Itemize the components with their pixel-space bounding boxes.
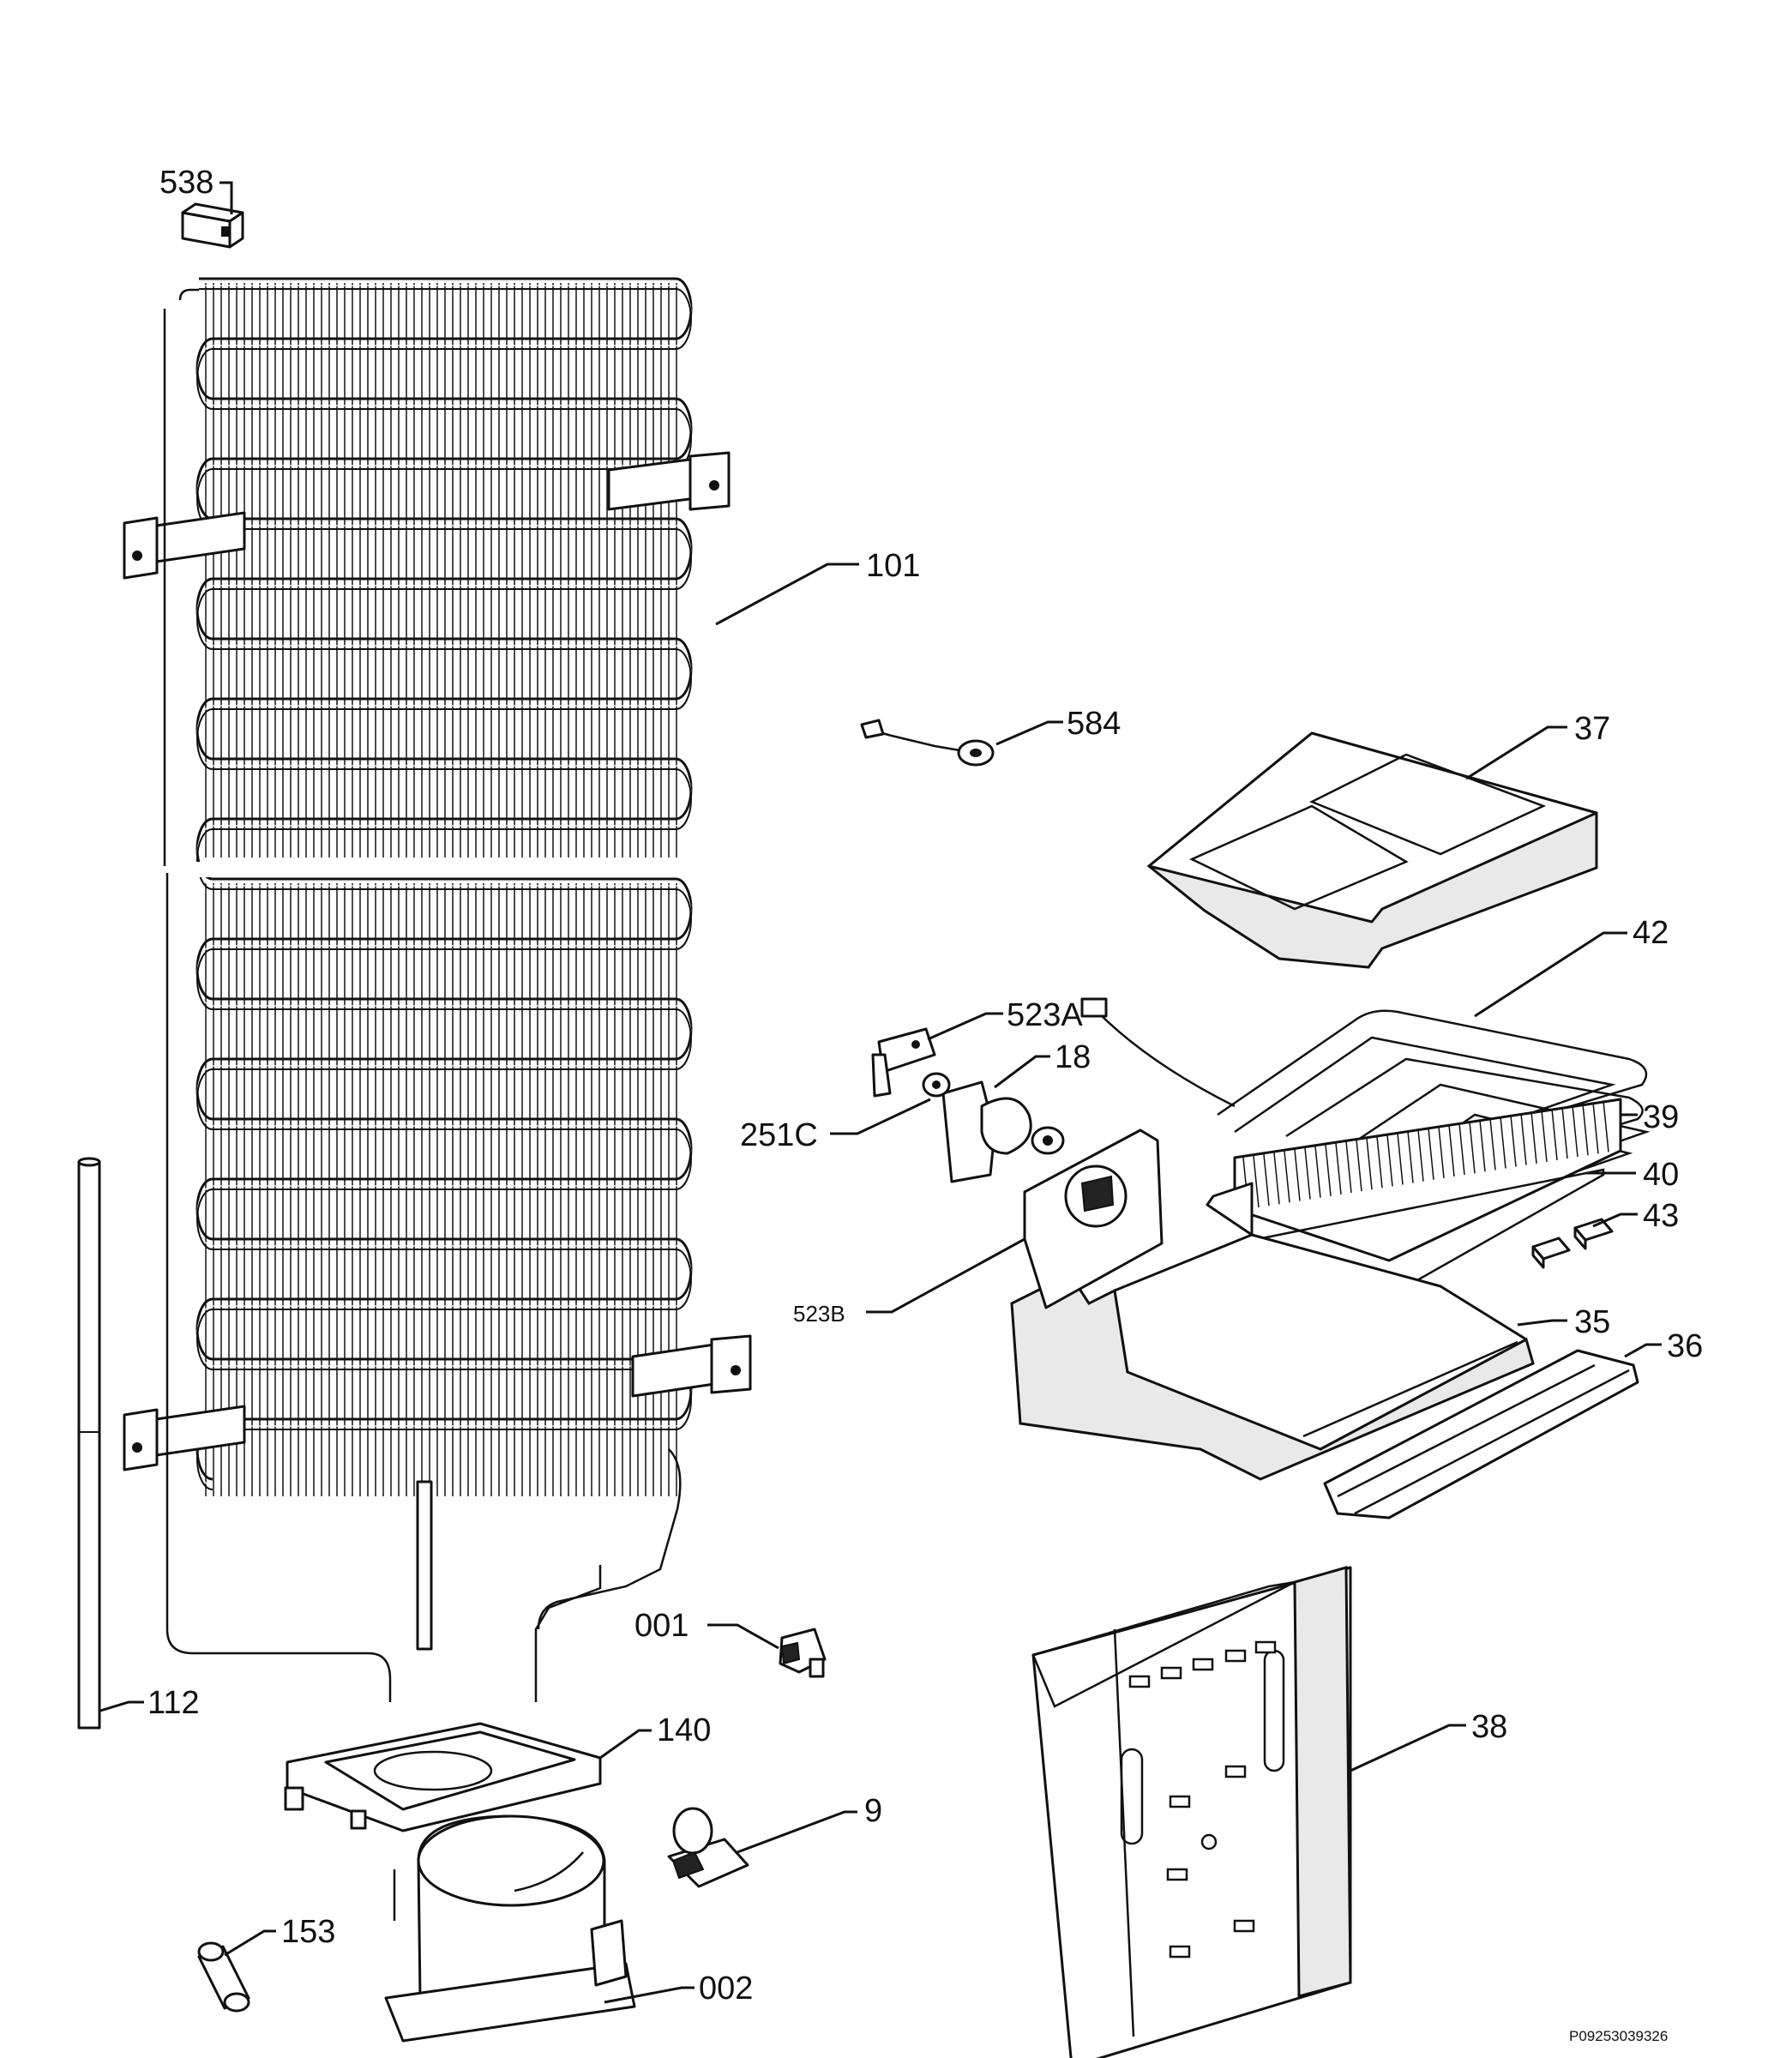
bracket-lower-left	[123, 1405, 246, 1471]
part-101-condenser	[123, 277, 752, 1702]
label-584: 584	[1067, 706, 1121, 742]
label-001: 001	[634, 1608, 689, 1644]
part-18-fan-motor	[941, 1080, 1065, 1183]
leader-35	[1517, 1319, 1567, 1327]
part-38-panel	[1031, 1566, 1352, 2058]
part-35-housing	[1010, 1182, 1535, 1481]
part-39-evaporator	[1233, 1098, 1622, 1262]
label-523b: 523B	[793, 1301, 845, 1327]
label-36: 36	[1667, 1328, 1703, 1364]
part-523a-bracket	[871, 1027, 936, 1098]
part-251c-grommet	[922, 1072, 951, 1098]
label-42: 42	[1633, 915, 1669, 951]
bracket-upper-left	[123, 511, 246, 580]
label-9: 9	[864, 1793, 882, 1829]
label-18: 18	[1055, 1039, 1091, 1075]
part-584-sensor	[860, 719, 995, 767]
part-538-connector	[181, 202, 244, 249]
leader-112	[99, 1700, 144, 1712]
part-43-clips	[1531, 1218, 1614, 1269]
leader-43	[1592, 1213, 1638, 1228]
label-523a: 523A	[1007, 997, 1083, 1033]
part-153-grommet	[197, 1941, 250, 2013]
leader-523b	[866, 1237, 1025, 1314]
part-140-base	[284, 1722, 602, 1832]
leader-001	[707, 1623, 779, 1650]
label-43: 43	[1643, 1198, 1679, 1234]
leader-36	[1624, 1343, 1662, 1358]
part-9-protector	[667, 1807, 749, 1888]
leader-38	[1350, 1724, 1466, 1772]
label-112: 112	[147, 1685, 200, 1721]
label-39: 39	[1643, 1099, 1679, 1135]
bracket-upper-right	[607, 451, 731, 511]
part-001-relay	[779, 1628, 827, 1678]
label-002: 002	[699, 1971, 753, 2007]
part-523b-fan-cover	[1023, 1128, 1164, 1309]
label-538: 538	[159, 165, 213, 201]
leader-18	[994, 1055, 1050, 1089]
leader-101	[715, 563, 859, 626]
leader-9	[737, 1810, 857, 1854]
leader-140	[599, 1729, 652, 1760]
label-101: 101	[866, 548, 920, 584]
label-140: 140	[657, 1712, 711, 1748]
drawing-code: P09253039326	[1569, 2028, 1668, 2044]
label-38: 38	[1471, 1709, 1507, 1745]
part-112-tube	[77, 1157, 101, 1730]
leader-42	[1474, 931, 1627, 1018]
leader-002	[604, 1986, 695, 2004]
leader-37	[1465, 725, 1567, 780]
leader-523a	[927, 1012, 1003, 1041]
bracket-lower-right	[631, 1334, 752, 1398]
part-36-channel	[1323, 1349, 1639, 1519]
leader-153	[224, 1929, 276, 1957]
part-002-compressor	[384, 1814, 636, 2043]
leader-251c	[830, 1098, 931, 1135]
leader-538	[219, 181, 233, 214]
label-153: 153	[281, 1914, 335, 1950]
label-37: 37	[1574, 711, 1610, 747]
leader-584	[995, 720, 1063, 746]
label-40: 40	[1643, 1157, 1679, 1193]
part-37-cover	[1146, 731, 1598, 969]
label-251c: 251C	[740, 1117, 818, 1153]
label-35: 35	[1574, 1304, 1610, 1340]
